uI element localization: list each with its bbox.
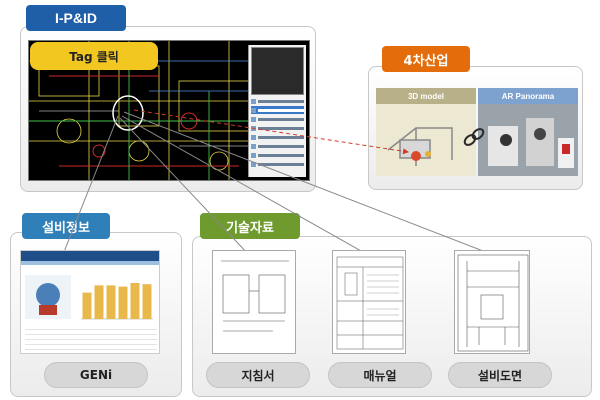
manual-label[interactable]: 매뉴얼 <box>328 362 432 388</box>
manual-document[interactable] <box>332 250 406 354</box>
equipment-title: 설비정보 <box>22 213 110 239</box>
3d-model-label: 3D model <box>376 88 476 104</box>
tag-list-selected-row[interactable] <box>251 106 304 114</box>
geni-chart-bar <box>94 285 104 319</box>
minimap <box>251 47 304 95</box>
geni-header-bar <box>21 251 159 261</box>
pid-title: I-P&ID <box>26 5 126 31</box>
ar-panorama-label: AR Panorama <box>478 88 578 104</box>
geni-chart-bar <box>130 283 140 319</box>
geni-screen[interactable] <box>20 250 160 354</box>
geni-chart-bar <box>82 292 92 319</box>
technical-title: 기술자료 <box>200 213 300 239</box>
guideline-document[interactable] <box>212 250 296 354</box>
tag-click-label: Tag 클릭 <box>30 42 158 70</box>
geni-data-table <box>25 325 157 351</box>
geni-chart-bar <box>118 286 128 319</box>
geni-chart-bar <box>142 284 152 319</box>
tag-list[interactable] <box>248 45 306 177</box>
geni-system-label[interactable]: GENi <box>44 362 148 388</box>
guideline-label[interactable]: 지침서 <box>206 362 310 388</box>
ar-panorama-image[interactable]: AR Panorama <box>478 88 578 176</box>
industry-title: 4차산업 <box>382 46 470 72</box>
equipment-drawing-label[interactable]: 설비도면 <box>448 362 552 388</box>
geni-chart-bar <box>106 285 116 319</box>
geni-bar-chart <box>81 283 153 320</box>
geni-equipment-photo <box>25 275 71 319</box>
3d-model-image[interactable]: 3D model <box>376 88 476 176</box>
equipment-drawing-document[interactable] <box>454 250 530 354</box>
